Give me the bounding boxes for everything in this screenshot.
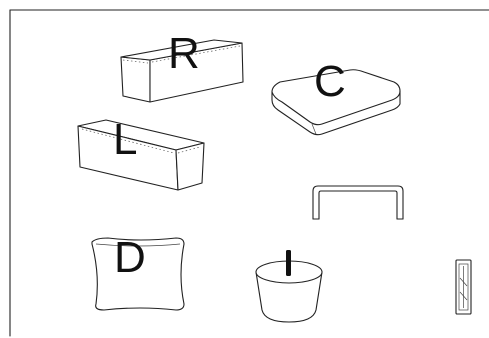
part-l-left-arm-cushion: L bbox=[77, 115, 205, 191]
part-d-back-cushion: D bbox=[91, 233, 185, 311]
part-c-seat-cushion: C bbox=[271, 57, 401, 136]
part-label-r: R bbox=[168, 29, 200, 78]
part-label-d: D bbox=[114, 233, 146, 282]
connector-bracket bbox=[312, 185, 404, 220]
part-r-right-arm-cushion: R bbox=[120, 29, 244, 103]
leg-bolt bbox=[286, 250, 291, 276]
leg-foot-with-bolt bbox=[255, 250, 323, 323]
part-label-c: C bbox=[314, 57, 346, 106]
clip-hardware bbox=[455, 259, 472, 315]
part-label-l: L bbox=[113, 115, 137, 164]
